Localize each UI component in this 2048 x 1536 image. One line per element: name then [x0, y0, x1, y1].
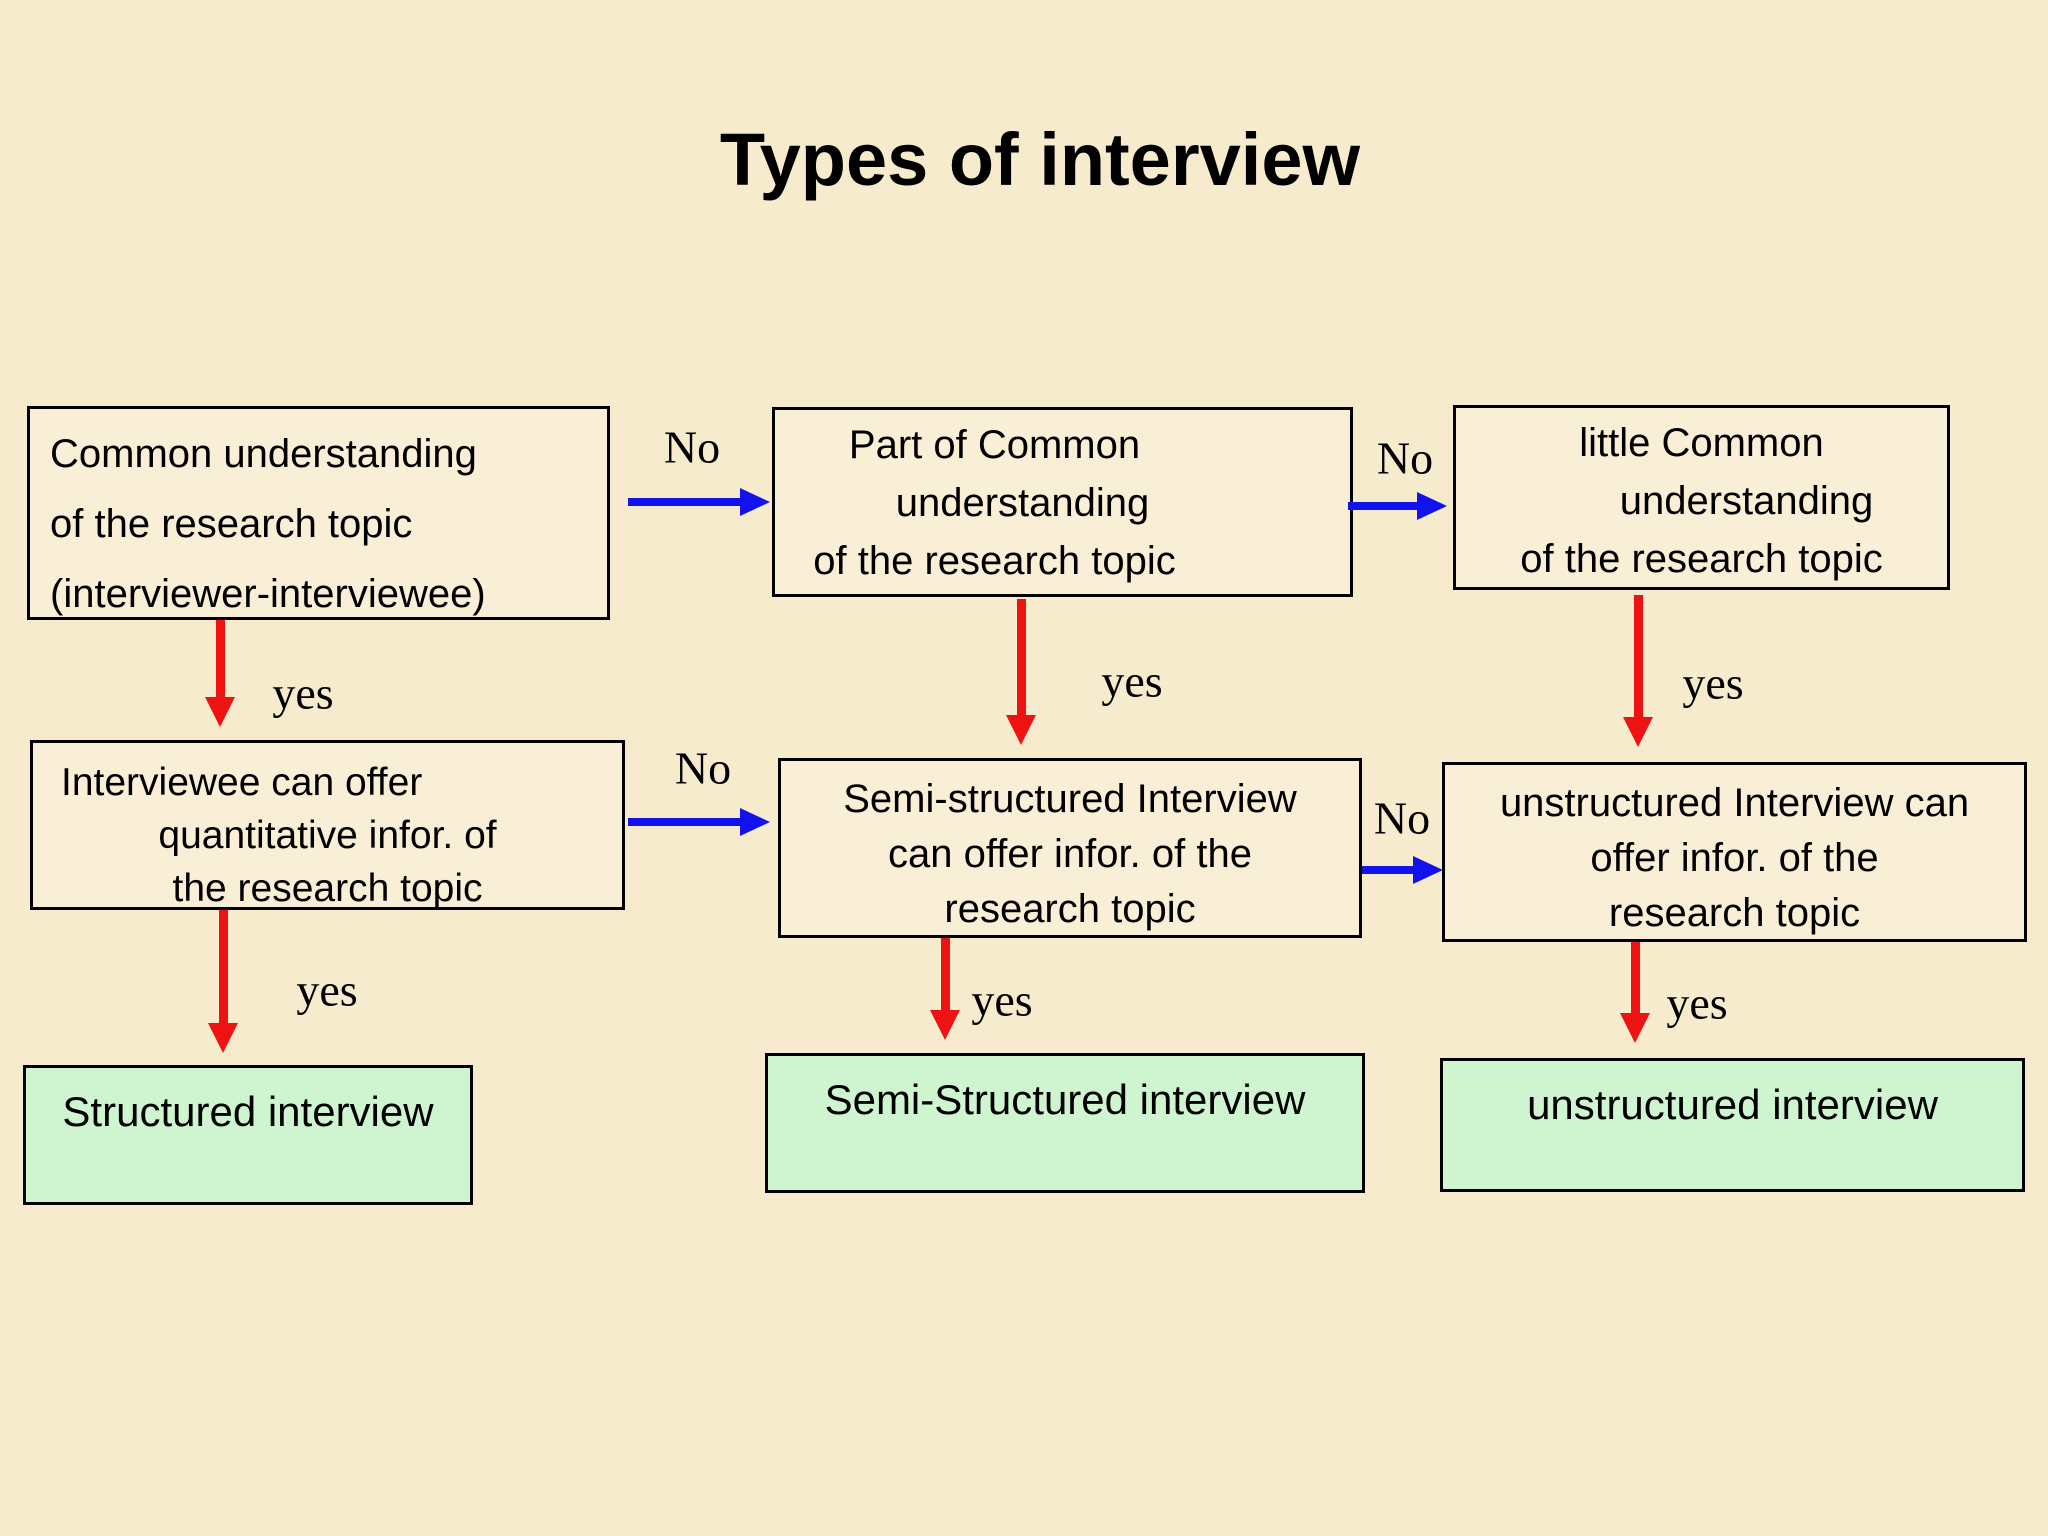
label-no-1: No	[663, 421, 721, 473]
box-text-line: the research topic	[172, 867, 483, 910]
box-text-line: Common understanding	[50, 432, 477, 476]
arrow-yes-1	[216, 620, 225, 699]
box-text-line: offer infor. of the	[1590, 836, 1879, 880]
label-yes-2: yes	[1101, 655, 1163, 707]
result-label: Semi-Structured interview	[824, 1076, 1306, 1123]
box-text-line: (interviewer-interviewee)	[50, 572, 486, 616]
arrow-no-2-head	[1417, 492, 1447, 520]
arrow-no-1	[628, 498, 740, 506]
box-unstructured-offer-infor: unstructured Interview can offer infor. …	[1442, 762, 2027, 942]
box-text-line: can offer infor. of the	[888, 832, 1252, 876]
box-text-line: Part of Common	[848, 423, 1141, 467]
box-text-line: Interviewee can offer	[61, 761, 423, 804]
box-text-line: Semi-structured Interview	[843, 777, 1297, 821]
arrow-yes-6	[1631, 942, 1640, 1015]
box-little-common-understanding: little Common understanding of the resea…	[1453, 405, 1950, 590]
arrow-yes-3	[1634, 595, 1643, 719]
arrow-yes-5-head	[930, 1010, 960, 1040]
arrow-yes-6-head	[1620, 1013, 1650, 1043]
arrow-no-2	[1348, 502, 1417, 510]
box-text-line: understanding	[1619, 479, 1874, 523]
label-yes-5: yes	[971, 974, 1033, 1026]
box-part-common-understanding: Part of Common understanding of the rese…	[772, 407, 1353, 597]
label-no-3: No	[674, 742, 732, 794]
arrow-no-3	[628, 818, 740, 826]
arrow-no-3-head	[740, 808, 770, 836]
result-semi-structured-interview: Semi-Structured interview	[765, 1053, 1365, 1193]
box-interviewee-quantitative-infor: Interviewee can offer quantitative infor…	[30, 740, 625, 910]
box-text-line: of the research topic	[50, 502, 413, 546]
label-yes-1: yes	[272, 667, 334, 719]
box-text-line: of the research topic	[1520, 537, 1883, 581]
box-text-line: understanding	[895, 481, 1150, 525]
arrow-yes-1-head	[205, 697, 235, 727]
box-semi-structured-offer-infor: Semi-structured Interview can offer info…	[778, 758, 1362, 938]
label-yes-4: yes	[296, 964, 358, 1016]
arrow-no-4	[1362, 866, 1413, 874]
arrow-yes-2-head	[1006, 715, 1036, 745]
box-text-line: quantitative infor. of	[158, 814, 497, 857]
box-text-line: of the research topic	[813, 539, 1176, 583]
arrow-no-4-head	[1413, 856, 1443, 884]
arrow-yes-2	[1017, 599, 1026, 717]
arrow-yes-5	[941, 938, 950, 1012]
slide-title: Types of interview	[719, 118, 1361, 201]
result-unstructured-interview: unstructured interview	[1440, 1058, 2025, 1192]
arrow-no-1-head	[740, 488, 770, 516]
arrow-yes-3-head	[1623, 717, 1653, 747]
box-text-line: little Common	[1579, 421, 1824, 465]
box-text-line: research topic	[1608, 891, 1861, 935]
label-yes-6: yes	[1666, 977, 1728, 1029]
label-yes-3: yes	[1682, 657, 1744, 709]
result-label: unstructured interview	[1527, 1081, 1938, 1128]
arrow-yes-4-head	[208, 1023, 238, 1053]
result-label: Structured interview	[62, 1088, 434, 1135]
box-text-line: unstructured Interview can	[1499, 781, 1970, 825]
result-structured-interview: Structured interview	[23, 1065, 473, 1205]
box-text-line: research topic	[944, 887, 1196, 931]
box-common-understanding: Common understanding of the research top…	[27, 406, 610, 620]
label-no-4: No	[1373, 792, 1431, 844]
arrow-yes-4	[219, 910, 228, 1025]
label-no-2: No	[1376, 432, 1434, 484]
